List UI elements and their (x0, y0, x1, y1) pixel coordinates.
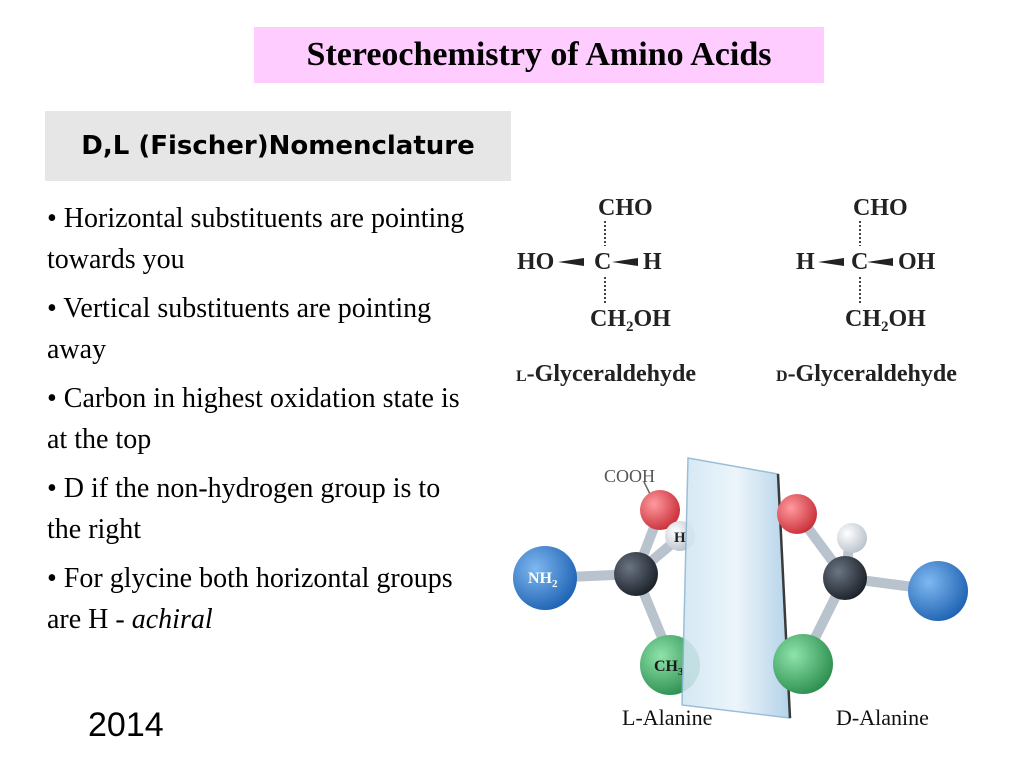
fischer-top-group: CHO (598, 195, 653, 221)
nh2-label: NH2 (528, 570, 558, 590)
slide-title: Stereochemistry of Amino Acids (254, 27, 824, 83)
fischer-right-group: H (643, 249, 662, 275)
slide-subtitle: D,L (Fischer)Nomenclature (45, 111, 511, 181)
ch3-label: CH3 (654, 658, 684, 678)
fischer-left-group: HO (517, 249, 554, 275)
nitrogen-atom (513, 546, 577, 610)
year-label: 2014 (88, 706, 164, 744)
fischer-bottom-group: CH2OH (590, 306, 671, 335)
fischer-bottom-group: CH2OH (845, 306, 926, 335)
fischer-left-group: H (796, 249, 815, 275)
wedge-bond (867, 258, 893, 266)
mirror-plane (681, 457, 791, 719)
fischer-right-group: OH (898, 249, 936, 275)
methyl-group (773, 634, 833, 694)
bullet-item: • D if the non-hydrogen group is to the … (47, 473, 441, 545)
fischer-label: D-Glyceraldehyde (776, 361, 957, 387)
oxygen-atom (777, 494, 817, 534)
d-alanine-label: D-Alanine (836, 705, 929, 730)
bullet-list: • Horizontal substituents are pointing t… (47, 198, 477, 648)
wedge-bond (612, 258, 638, 266)
fischer-center-carbon: C (851, 249, 868, 275)
cooh-label: COOH (604, 466, 655, 486)
bullet-item: • For glycine both horizontal groups are… (47, 558, 477, 640)
fischer-top-group: CHO (853, 195, 908, 221)
l-alanine-label: L-Alanine (622, 705, 712, 730)
fischer-center-carbon: C (594, 249, 611, 275)
hydrogen-atom (837, 523, 867, 553)
bullet-item: • Vertical substituents are pointing awa… (47, 293, 432, 365)
nitrogen-atom (908, 561, 968, 621)
alpha-carbon-atom (823, 556, 867, 600)
oxygen-atom (640, 490, 680, 530)
fischer-d-glyceraldehyde: CHO H C OH CH2OH D-Glyceraldehyde (776, 195, 957, 387)
fischer-label: L-Glyceraldehyde (516, 361, 696, 387)
bullet-item: • Carbon in highest oxidation state is a… (47, 383, 460, 455)
wedge-bond (558, 258, 584, 266)
bullet-text: • For glycine both horizontal groups are… (47, 563, 453, 635)
fischer-l-glyceraldehyde: CHO HO C H CH2OH L-Glyceraldehyde (516, 195, 696, 387)
alanine-mirror-figure: COOH NH2 H CH3 L-Alanine D-Alanine (513, 457, 968, 730)
bullet-emphasis: achiral (131, 604, 213, 635)
wedge-bond (818, 258, 844, 266)
h-label: H (674, 530, 686, 546)
alpha-carbon-atom (614, 552, 658, 596)
bullet-item: • Horizontal substituents are pointing t… (47, 203, 465, 275)
